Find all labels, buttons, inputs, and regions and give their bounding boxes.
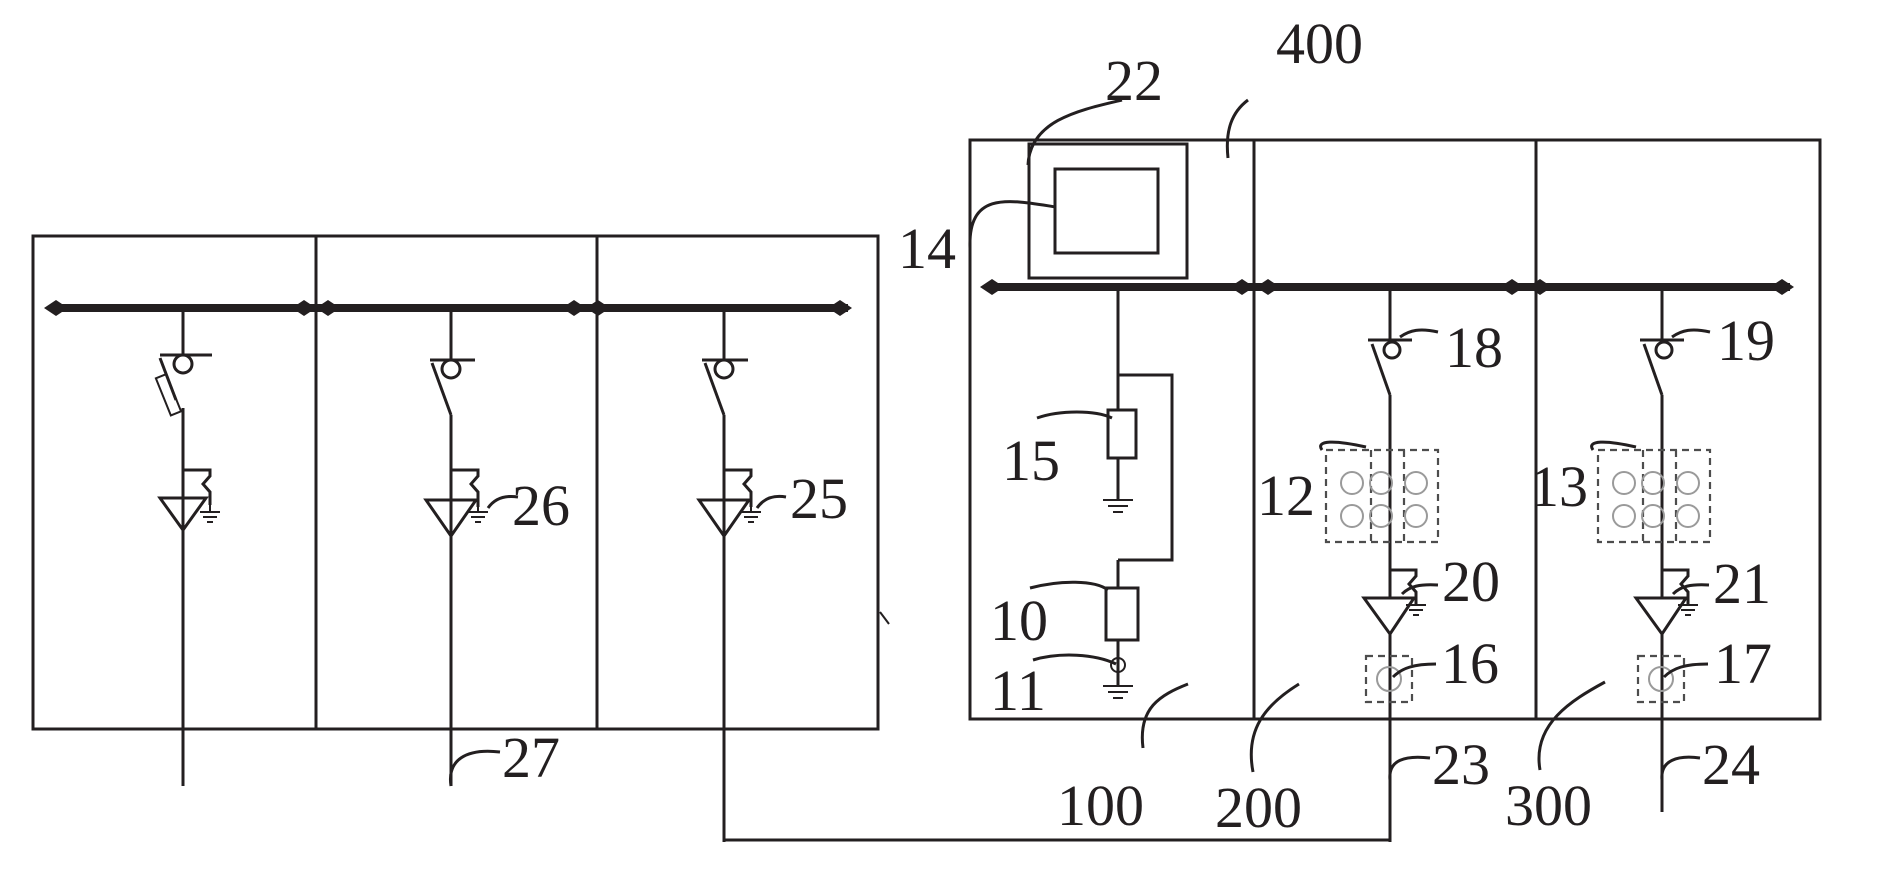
label-200: 200 <box>1215 775 1302 840</box>
cabinet-300-circuit <box>1596 287 1712 812</box>
left-right-tick <box>879 611 890 625</box>
left-feeder-3 <box>696 308 761 842</box>
label-11: 11 <box>990 658 1046 723</box>
label-12: 12 <box>1257 463 1315 528</box>
ct-group-13 <box>1596 448 1712 544</box>
left-cabinet-outline <box>31 234 880 731</box>
label-14: 14 <box>898 216 956 281</box>
label-13: 13 <box>1530 454 1588 519</box>
resistor-10 <box>1104 586 1140 642</box>
label-17: 17 <box>1714 631 1772 696</box>
label-15: 15 <box>1002 428 1060 493</box>
ct-17 <box>1636 654 1686 704</box>
leader-lines <box>448 98 1711 787</box>
cabinet-100-circuit <box>1103 287 1174 699</box>
left-feeder-2 <box>423 308 488 786</box>
label-20: 20 <box>1442 549 1500 614</box>
ground-point-11 <box>1110 657 1126 673</box>
reference-labels: 400 22 14 18 19 15 12 13 26 25 20 21 10 … <box>502 11 1775 840</box>
ct-group-13-coils <box>1612 471 1700 528</box>
monitor-frame <box>1027 142 1189 280</box>
monitor-screen <box>1053 167 1160 255</box>
right-cabinet-outline <box>968 138 1822 721</box>
right-busbar-joints <box>980 279 1794 295</box>
resistor-15 <box>1106 408 1138 460</box>
label-22: 22 <box>1105 48 1163 113</box>
label-400: 400 <box>1276 11 1363 76</box>
label-25: 25 <box>790 466 848 531</box>
label-18: 18 <box>1445 315 1503 380</box>
label-10: 10 <box>990 588 1048 653</box>
left-switchgear-group <box>31 234 890 842</box>
ct-group-12 <box>1324 448 1440 544</box>
label-26: 26 <box>512 473 570 538</box>
left-busbar-joints <box>44 300 852 316</box>
label-24: 24 <box>1702 732 1760 797</box>
label-23: 23 <box>1432 732 1490 797</box>
right-switchgear-group <box>968 138 1822 842</box>
connecting-cable <box>722 800 1392 842</box>
label-19: 19 <box>1717 308 1775 373</box>
label-27: 27 <box>502 725 560 790</box>
label-21: 21 <box>1713 551 1771 616</box>
label-100: 100 <box>1057 773 1144 838</box>
label-16: 16 <box>1441 631 1499 696</box>
ct-16 <box>1364 654 1414 704</box>
label-300: 300 <box>1505 773 1592 838</box>
left-feeder-1 <box>154 308 220 786</box>
ct-group-12-coils <box>1340 471 1428 528</box>
